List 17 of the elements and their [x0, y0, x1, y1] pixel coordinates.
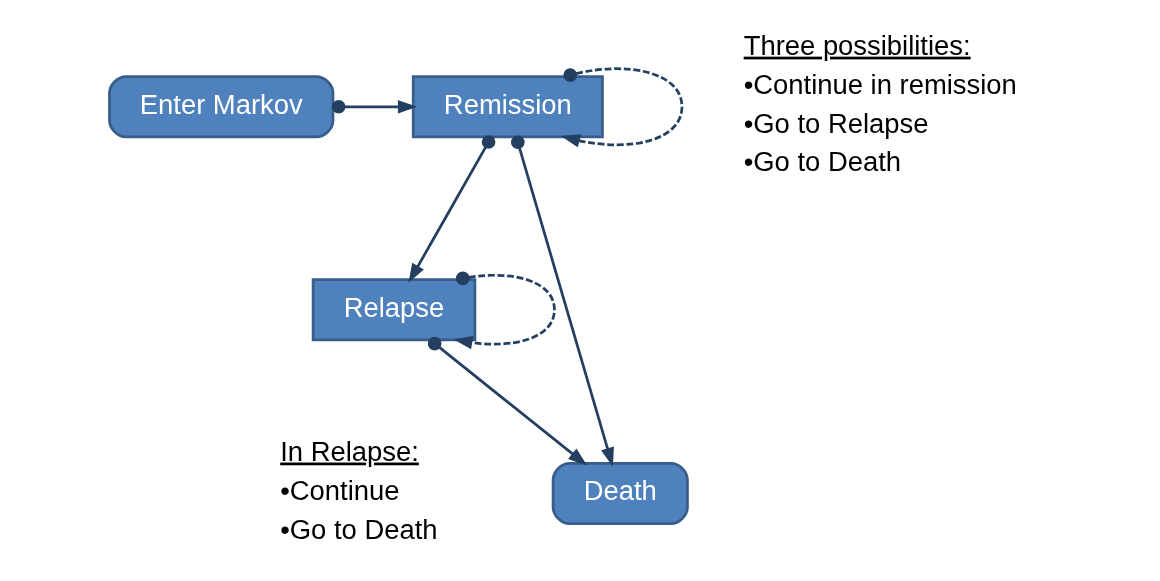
node-box: Enter Markov: [107, 75, 334, 139]
label: •Go to Death: [743, 146, 901, 178]
node-box: Relapse: [311, 278, 476, 342]
arrow: [452, 271, 556, 350]
arrow: [427, 336, 587, 466]
label: In Relapse:: [279, 435, 419, 467]
node-box: Remission: [411, 75, 604, 139]
arrow: [560, 67, 683, 148]
label: •Go to Relapse: [743, 107, 928, 139]
label: •Continue in remission: [743, 69, 1017, 101]
label: •Go to Death: [279, 513, 438, 545]
arrow: [408, 135, 495, 283]
arrow: [331, 99, 417, 114]
label: Three possibilities:: [743, 29, 971, 61]
label: •Continue: [279, 475, 400, 507]
arrow: [510, 135, 614, 467]
node-box: Death: [551, 461, 689, 525]
